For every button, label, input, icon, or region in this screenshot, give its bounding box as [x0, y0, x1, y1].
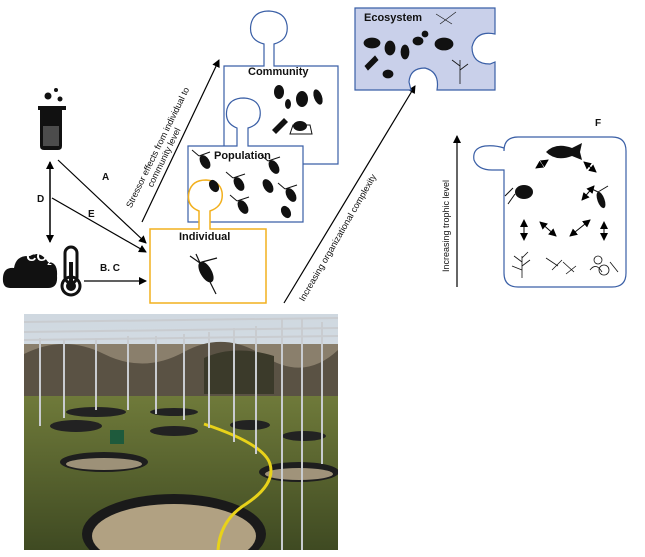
- arrow-label-d: D: [37, 194, 45, 205]
- panel-label-f: F: [595, 118, 602, 129]
- fish-icon: [546, 143, 582, 160]
- arrow-stressor: [141, 59, 220, 223]
- co2-cloud-icon: [2, 254, 58, 288]
- arrow-organizational: [283, 85, 416, 304]
- individual-label: Individual: [179, 231, 231, 243]
- foodweb-box: [473, 136, 627, 288]
- copepod-icon: [504, 185, 533, 205]
- plant-icon: [511, 251, 531, 278]
- trophic-axis-label: Increasing trophic level: [441, 179, 451, 272]
- arrow-label-a: A: [102, 172, 110, 183]
- daphnia-icon: [189, 253, 218, 295]
- ecosystem-label: Ecosystem: [364, 12, 423, 24]
- plankton-icon: [545, 255, 619, 276]
- community-label: Community: [248, 66, 309, 78]
- arrow-label-bc: B. C: [100, 263, 120, 274]
- population-label: Population: [214, 150, 271, 162]
- mesocosm-photo: [24, 314, 338, 550]
- arrow-a: [57, 159, 147, 244]
- individual-box: [149, 179, 267, 304]
- arrow-e: [51, 197, 147, 253]
- ecosystem-organisms: [363, 11, 469, 84]
- thermometer-icon: [60, 245, 82, 297]
- community-organisms: [272, 85, 323, 135]
- beaker-icon: [38, 88, 66, 150]
- population-organisms: [191, 149, 298, 219]
- co2-label: CO2: [26, 248, 52, 267]
- foodweb-arrows: [520, 159, 608, 241]
- arrow-label-e: E: [88, 209, 95, 220]
